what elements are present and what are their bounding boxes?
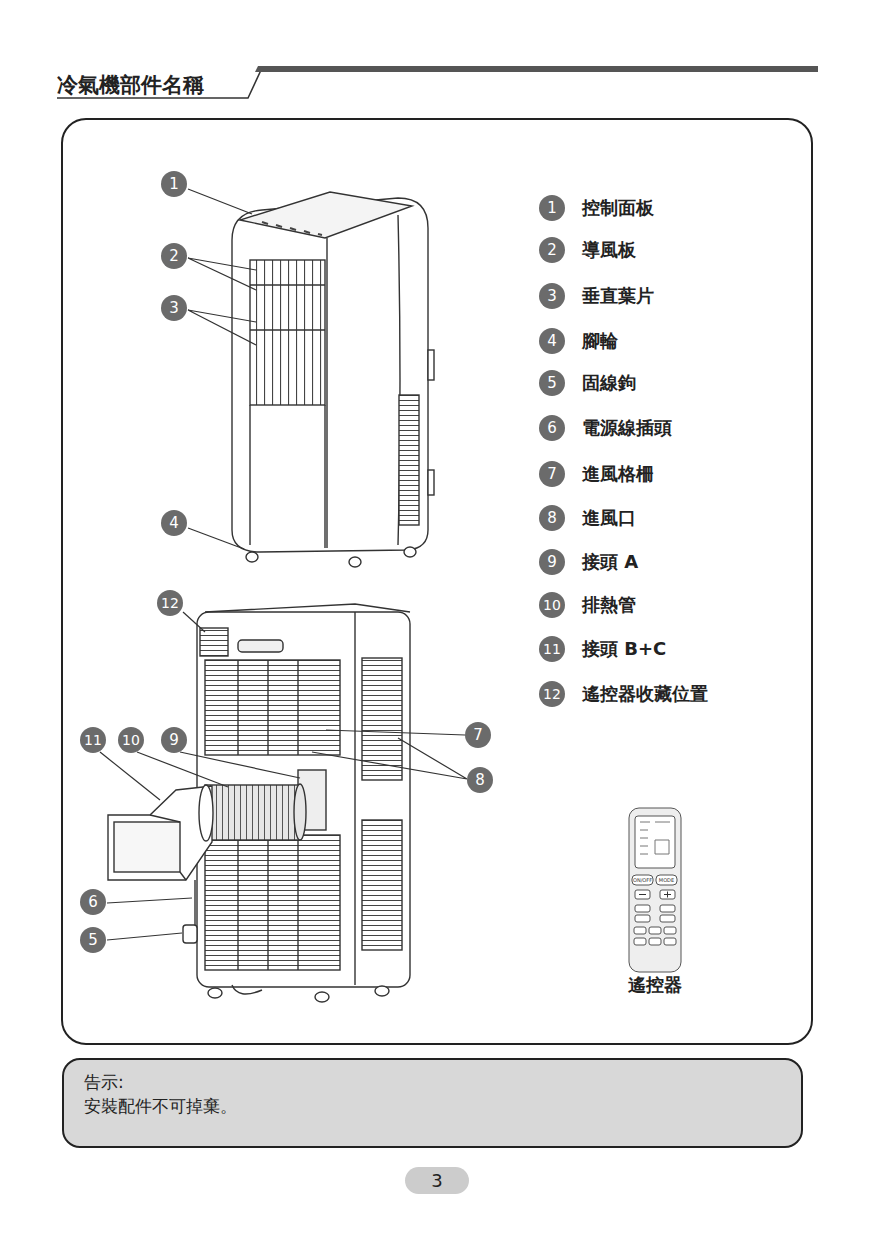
remote-caption: 遙控器	[628, 973, 682, 997]
callout-number: 7	[465, 722, 491, 748]
callout-number: 12	[539, 681, 565, 707]
page-title: 冷氣機部件名稱	[57, 71, 204, 99]
callout-number: 8	[467, 767, 493, 793]
part-name: 接頭 B+C	[582, 637, 666, 661]
remote-button-label: MODE	[659, 877, 674, 883]
back-unit	[108, 604, 410, 1002]
part-name: 遙控器收藏位置	[582, 682, 708, 706]
title-rule	[57, 68, 818, 98]
callout-number: 10	[539, 592, 565, 618]
callout-number: 2	[539, 237, 565, 263]
callout-number: 11	[80, 727, 106, 753]
callout-number: 9	[539, 549, 565, 575]
callout-number: 9	[161, 727, 187, 753]
remote-button-label: ON/OFF	[633, 877, 652, 883]
part-name: 腳輪	[582, 329, 618, 353]
callout-number: 7	[539, 461, 565, 487]
notice-body: 安裝配件不可掉棄。	[84, 1094, 781, 1118]
callout-number: 2	[161, 243, 187, 269]
front-unit	[232, 192, 434, 567]
notice-heading: 告示:	[84, 1070, 781, 1094]
callout-number: 5	[539, 370, 565, 396]
page-number: 3	[405, 1167, 469, 1194]
leader-lines	[100, 189, 467, 940]
part-name: 固線鉤	[582, 371, 636, 395]
page-number-text: 3	[431, 1170, 442, 1192]
callout-number: 1	[539, 195, 565, 221]
callout-number: 10	[118, 727, 144, 753]
callout-number: 5	[80, 927, 106, 953]
part-name: 進風格柵	[582, 462, 654, 486]
callout-number: 3	[539, 283, 565, 309]
callout-number: 4	[161, 510, 187, 536]
part-name: 接頭 A	[582, 550, 638, 574]
part-name: 電源線插頭	[582, 416, 672, 440]
title-bar	[255, 66, 818, 72]
notice-box: 告示:安裝配件不可掉棄。	[62, 1058, 803, 1148]
part-name: 排熱管	[582, 593, 636, 617]
part-name: 控制面板	[582, 196, 654, 220]
callout-number: 1	[161, 171, 187, 197]
callout-number: 6	[80, 889, 106, 915]
parts-frame	[62, 119, 812, 1044]
remote-control	[629, 808, 681, 972]
callout-number: 4	[539, 328, 565, 354]
part-name: 垂直葉片	[582, 284, 654, 308]
callout-number: 8	[539, 505, 565, 531]
part-name: 導風板	[582, 238, 636, 262]
callout-number: 3	[161, 295, 187, 321]
callout-number: 6	[539, 415, 565, 441]
part-name: 進風口	[582, 506, 636, 530]
callout-number: 11	[539, 636, 565, 662]
callout-number: 12	[157, 590, 183, 616]
